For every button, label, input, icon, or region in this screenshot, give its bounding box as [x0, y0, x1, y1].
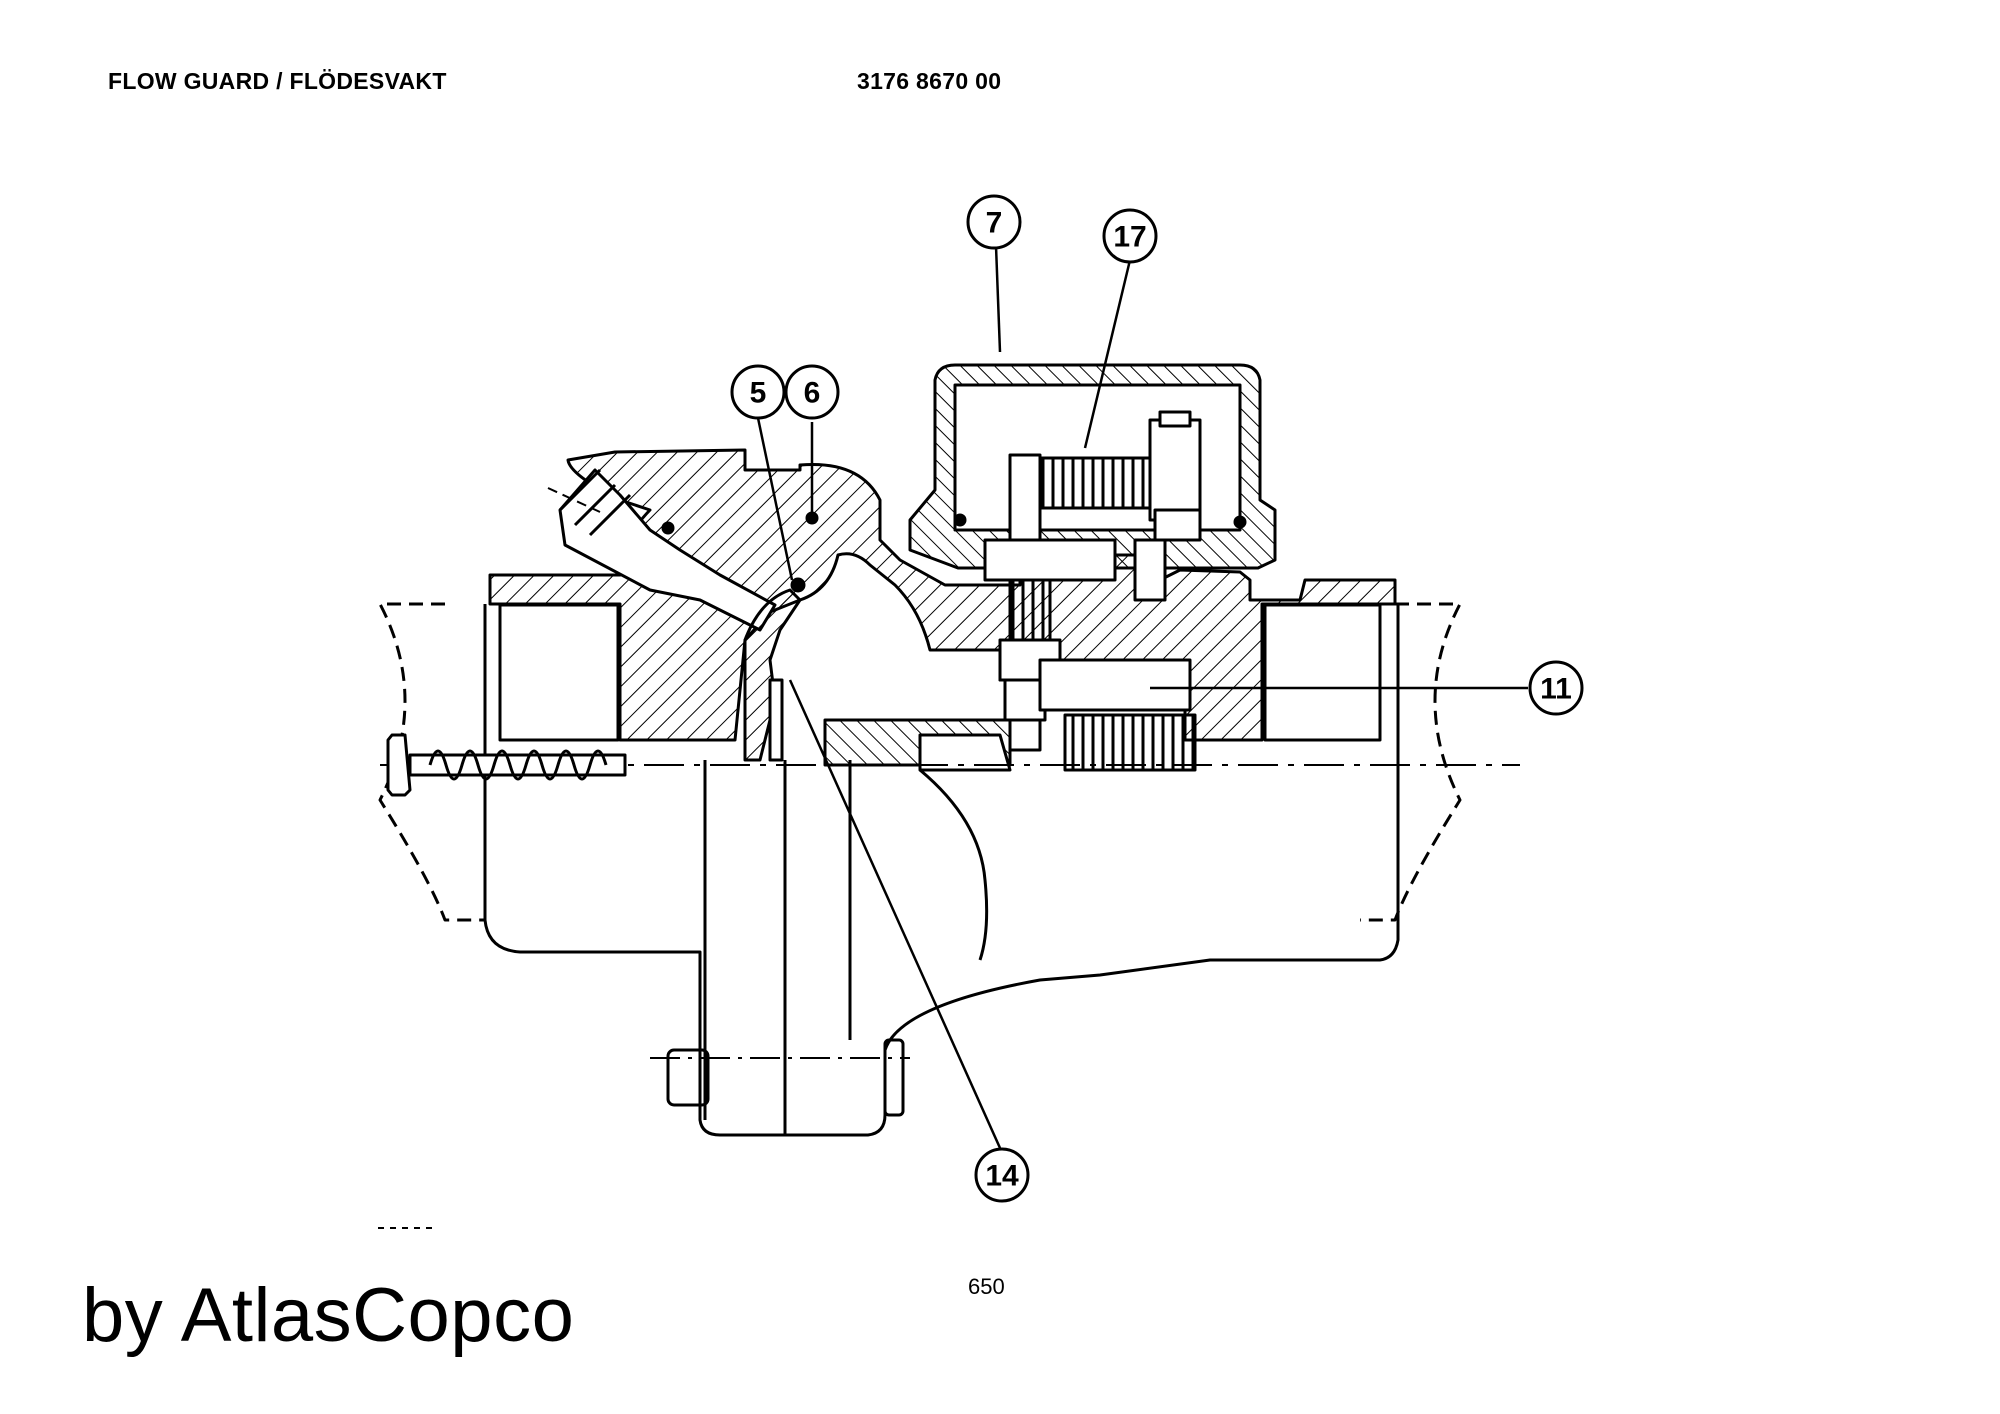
left-pipe-dashed	[378, 602, 485, 922]
flow-vane	[1063, 713, 1197, 772]
right-inlet-block	[1263, 603, 1382, 742]
page-number: 650	[968, 1274, 1005, 1299]
foot-nut	[883, 1038, 905, 1117]
callout-7: 7	[966, 194, 1022, 250]
callout-6-label: 6	[804, 377, 821, 410]
right-pipe-dashed	[1360, 602, 1462, 922]
callout-11: 11	[1528, 660, 1584, 716]
callout-7-label: 7	[986, 207, 1003, 240]
document-title: FLOW GUARD / FLÖDESVAKT	[108, 68, 447, 94]
spring-coils	[428, 749, 608, 781]
foot-bolt	[666, 1048, 710, 1107]
flow-channel-curve	[919, 768, 989, 961]
callout-17-label: 17	[1113, 221, 1146, 254]
callout-6: 6	[784, 364, 840, 420]
brand-watermark: by AtlasCopco	[82, 1273, 575, 1358]
left-inlet-block	[498, 603, 620, 742]
bracket-outline	[703, 760, 852, 1135]
spring-bolt	[386, 733, 412, 797]
main-body-outline	[483, 604, 1400, 1137]
callout-5-label: 5	[750, 377, 767, 410]
callout-14: 14	[974, 1147, 1030, 1203]
part-number: 3176 8670 00	[857, 68, 1002, 94]
callout-5: 5	[730, 364, 786, 420]
stem	[1008, 578, 1052, 642]
callout-14-label: 14	[985, 1160, 1019, 1193]
callout-11-label: 11	[1540, 673, 1572, 706]
callout-17: 17	[1102, 208, 1158, 264]
